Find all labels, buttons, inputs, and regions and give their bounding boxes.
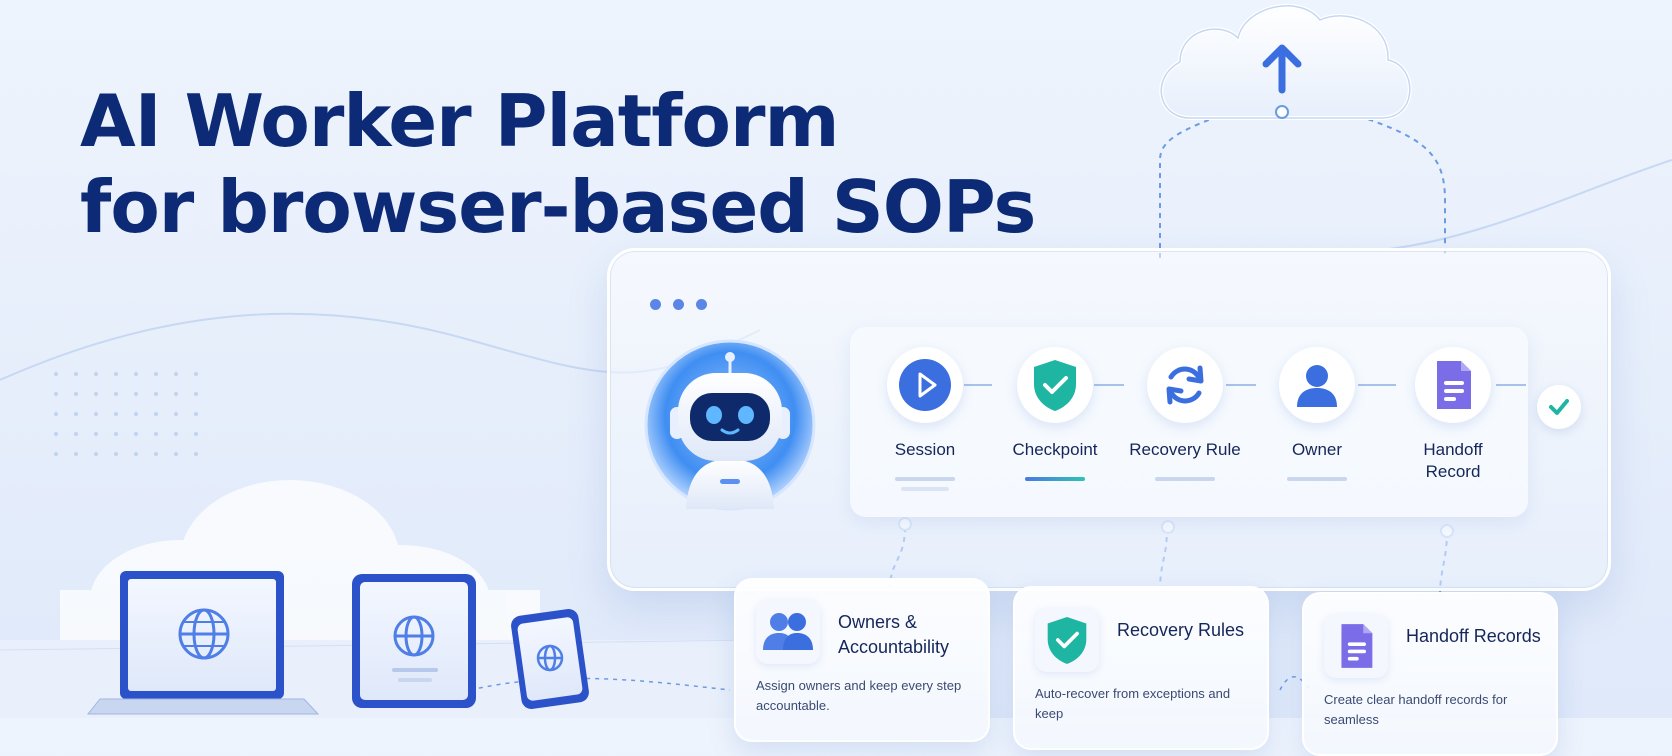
feature-description: Assign owners and keep every step accoun… — [756, 678, 962, 713]
step-label: Owner — [1291, 440, 1343, 459]
cloud-upload-icon — [1150, 0, 1420, 125]
phone-icon — [511, 609, 589, 709]
laptop-icon — [86, 571, 320, 715]
step-label: Session — [894, 440, 956, 459]
step-progress-bar — [1155, 477, 1215, 481]
step-label: Recovery Rule — [1129, 440, 1241, 459]
feature-card-handoff[interactable]: Handoff Records Create clear handoff rec… — [1302, 592, 1558, 756]
step-label: Checkpoint — [1012, 440, 1098, 459]
step-label: Handoff Record — [1423, 440, 1483, 481]
step-progress-bar — [1025, 477, 1085, 481]
window-dot — [673, 299, 684, 310]
robot-avatar-icon — [644, 339, 816, 511]
check-icon — [1537, 385, 1581, 429]
window-dot — [696, 299, 707, 310]
window-dots — [650, 299, 707, 310]
step-connector — [1094, 384, 1124, 386]
refresh-icon — [1147, 347, 1223, 423]
window-dot — [650, 299, 661, 310]
title-line-2: for browser-based SOPs — [80, 165, 1036, 249]
step-connector — [964, 384, 992, 386]
tablet-icon — [352, 574, 476, 708]
title-line-1: AI Worker Platform — [80, 79, 840, 163]
play-icon — [887, 347, 963, 423]
feature-title: Handoff Records — [1406, 626, 1541, 646]
step-connector — [1496, 384, 1526, 386]
feature-description: Create clear handoff records for seamles… — [1324, 692, 1508, 727]
devices-illustration — [86, 571, 589, 715]
shield-check-icon — [1017, 347, 1093, 423]
page-title: AI Worker Platform for browser-based SOP… — [80, 78, 1036, 250]
document-icon — [1324, 614, 1388, 678]
shield-check-icon — [1035, 608, 1099, 672]
feature-card-recovery[interactable]: Recovery Rules Auto-recover from excepti… — [1013, 586, 1269, 750]
document-icon — [1415, 347, 1491, 423]
user-icon — [1279, 347, 1355, 423]
step-progress-bar — [895, 477, 955, 481]
step-connector — [1226, 384, 1256, 386]
workflow-steps: Session Checkpoint — [850, 327, 1528, 517]
workflow-panel: Session Checkpoint — [607, 248, 1611, 591]
feature-card-owners[interactable]: Owners & Accountability Assign owners an… — [734, 578, 990, 742]
step-progress-bar — [901, 487, 949, 491]
feature-title: Recovery Rules — [1117, 620, 1245, 640]
step-progress-bar — [1287, 477, 1347, 481]
step-connector — [1358, 384, 1396, 386]
feature-title: Owners & Accountability — [838, 612, 950, 657]
users-icon — [756, 600, 820, 664]
feature-description: Auto-recover from exceptions and keep — [1035, 686, 1231, 721]
